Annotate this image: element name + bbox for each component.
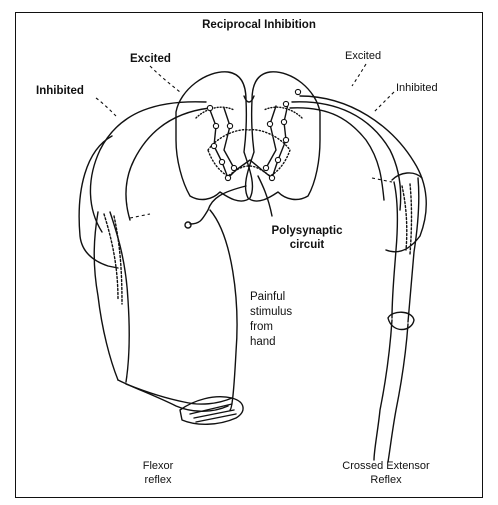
extensor-forearm	[388, 324, 408, 462]
label-crossed-line1: Crossed Extensor	[326, 460, 446, 474]
synapse	[213, 123, 218, 128]
title-reciprocal-inhibition: Reciprocal Inhibition	[184, 18, 334, 32]
right-excited-nerve	[290, 108, 384, 200]
synapse	[283, 101, 288, 106]
synapse	[227, 123, 232, 128]
flexor-arm-muscle	[110, 212, 129, 382]
left-excited-nerve	[126, 108, 210, 220]
label-polysynaptic-line1: Polysynaptic	[262, 224, 352, 238]
label-inhibited-right: Inhibited	[396, 82, 438, 96]
label-inhibited-left: Inhibited	[36, 84, 84, 98]
label-excited-right: Excited	[345, 50, 381, 64]
inhibited-right-pointer	[374, 92, 394, 112]
label-painful-stimulus: Painful stimulus from hand	[250, 290, 292, 350]
sensory-ganglion	[185, 222, 191, 228]
interneuron-path	[224, 108, 234, 168]
synapse	[281, 119, 286, 124]
flexor-forearm	[126, 384, 232, 404]
inhibited-left-pointer	[96, 98, 116, 116]
polysynaptic-pointer	[258, 176, 272, 216]
extensor-triceps	[402, 186, 407, 250]
label-polysynaptic-circuit: Polysynaptic circuit	[262, 224, 352, 253]
synapse	[219, 159, 224, 164]
label-crossed-extensor-reflex: Crossed Extensor Reflex	[326, 460, 446, 488]
flexor-fingers	[190, 404, 236, 422]
excited-right-pointer	[352, 64, 366, 86]
extensor-arm-upper	[392, 182, 397, 318]
synapse	[295, 89, 300, 94]
label-excited-left: Excited	[130, 52, 171, 66]
label-stimulus-line4: hand	[250, 335, 292, 350]
synapse	[231, 165, 236, 170]
synapse	[283, 137, 288, 142]
dorsal-horn-right	[264, 107, 302, 118]
excited-left-pointer	[150, 66, 180, 92]
flexor-forearm	[118, 380, 228, 411]
left-inhibited-nerve	[90, 102, 206, 232]
flexor-biceps	[104, 214, 118, 300]
flexor-arm-upper	[94, 212, 118, 380]
synapse	[269, 175, 274, 180]
sensory-afferent-path	[210, 210, 237, 410]
synapse	[225, 175, 230, 180]
spinal-cord-right-lobe	[246, 72, 320, 201]
spinal-cord-left-lobe	[176, 72, 252, 201]
label-stimulus-line1: Painful	[250, 290, 292, 305]
label-stimulus-line2: stimulus	[250, 305, 292, 320]
synapse	[267, 121, 272, 126]
label-polysynaptic-line2: circuit	[262, 238, 352, 252]
synapse	[275, 157, 280, 162]
extensor-triceps	[410, 184, 412, 254]
synapse	[263, 165, 268, 170]
label-flexor-line2: reflex	[128, 474, 188, 488]
synapse	[211, 143, 216, 148]
label-flexor-reflex: Flexor reflex	[128, 460, 188, 488]
extensor-forearm	[374, 320, 392, 460]
right-inhibited-nerve	[292, 102, 401, 210]
label-crossed-line2: Reflex	[326, 474, 446, 488]
label-flexor-line1: Flexor	[128, 460, 188, 474]
left-arm-outline	[79, 136, 118, 268]
synapse	[207, 105, 212, 110]
left-sensory-nerve	[190, 186, 246, 224]
label-stimulus-line3: from	[250, 320, 292, 335]
arm-muscle-pointer-left	[130, 214, 150, 218]
